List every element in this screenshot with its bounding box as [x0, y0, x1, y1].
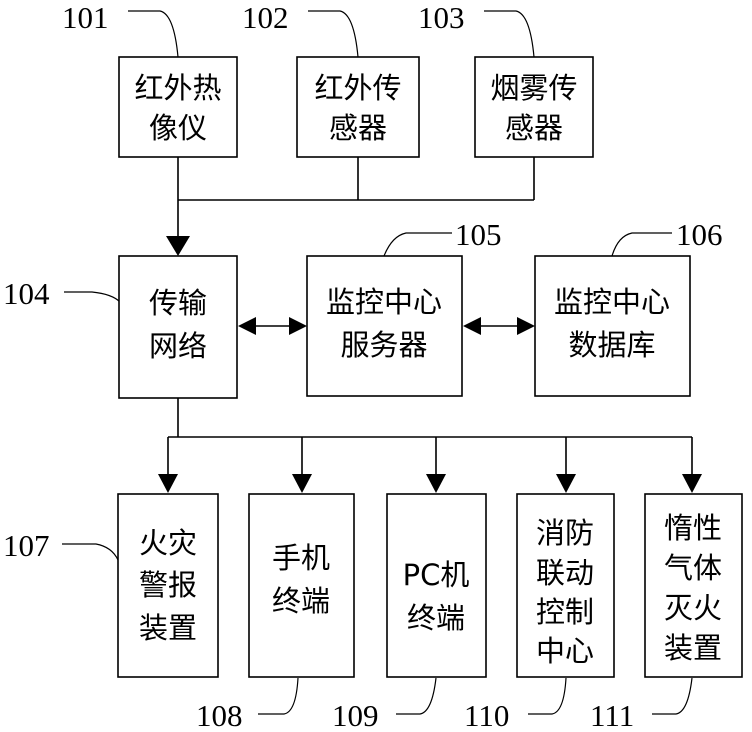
box-label-line: 控制	[536, 595, 594, 629]
box-transmission-network: 传输 网络	[119, 256, 237, 398]
box-label-line: 服务器	[340, 328, 427, 362]
ref-number-107: 107	[3, 528, 50, 563]
arrowhead-network-left	[238, 317, 256, 335]
box-label-line: 灭火	[664, 591, 722, 625]
box-smoke-sensor: 烟雾传 感器	[475, 57, 593, 157]
box-label-line: 监控中心	[554, 285, 670, 319]
box-frame	[307, 256, 462, 396]
box-label-line: 红外热	[134, 71, 221, 105]
leader-104	[64, 292, 120, 302]
arrowhead-into-mobile	[292, 474, 312, 493]
leader-102	[308, 11, 358, 57]
leader-107	[62, 544, 118, 560]
box-monitoring-server: 监控中心 服务器	[307, 256, 462, 396]
box-label-line: 警报	[139, 568, 197, 602]
box-inert-gas-extinguisher: 惰性 气体 灭火 装置	[645, 494, 742, 677]
box-label-line: 红外传	[314, 71, 401, 105]
arrowhead-into-fire-linkage	[556, 474, 576, 493]
box-infrared-sensor: 红外传 感器	[297, 57, 419, 157]
box-label-line: 感器	[329, 111, 387, 145]
ref-number-111: 111	[590, 698, 634, 732]
leader-110	[528, 678, 566, 714]
leader-103	[484, 11, 534, 57]
ref-number-103: 103	[418, 0, 465, 35]
arrowhead-server-right	[463, 317, 481, 335]
ref-number-109: 109	[332, 698, 379, 732]
arrowhead-into-inert-gas	[682, 474, 702, 493]
box-label-line: 中心	[536, 634, 594, 668]
box-monitoring-database: 监控中心 数据库	[535, 256, 690, 396]
box-label-line: 监控中心	[326, 285, 442, 319]
box-label-line: 气体	[664, 551, 722, 585]
box-frame	[119, 256, 237, 398]
box-label-line: 数据库	[568, 328, 655, 362]
connector-output-bus	[168, 398, 692, 474]
box-infrared-thermal-imager: 红外热 像仪	[119, 57, 237, 157]
box-pc-terminal: PC机 终端	[387, 494, 486, 677]
box-fire-linkage-control-center: 消防 联动 控制 中心	[517, 494, 614, 677]
ref-number-101: 101	[62, 0, 109, 35]
arrowhead-server-left	[289, 317, 307, 335]
box-label-line: 烟雾传	[490, 71, 577, 105]
box-frame	[535, 256, 690, 396]
box-label-line: 联动	[536, 556, 594, 590]
box-label-line: 终端	[272, 584, 330, 618]
leader-108	[258, 678, 298, 714]
box-label-line: 感器	[505, 111, 563, 145]
leader-109	[396, 678, 436, 714]
box-label-line: 装置	[664, 631, 722, 665]
box-label-line: 手机	[272, 541, 330, 575]
box-label-line: 火灾	[139, 526, 197, 560]
box-label-line: 网络	[149, 329, 207, 363]
leader-101	[128, 11, 178, 57]
arrowhead-into-alarm	[158, 474, 178, 493]
arrowhead-database-left	[517, 317, 535, 335]
ref-number-105: 105	[455, 217, 502, 252]
box-label-line: 消防	[536, 516, 594, 550]
ref-number-108: 108	[196, 698, 243, 732]
leader-105	[384, 233, 452, 256]
ref-number-106: 106	[676, 217, 723, 252]
box-label-line: 像仪	[149, 111, 207, 145]
leader-106	[612, 233, 672, 256]
box-label-line: 终端	[407, 601, 465, 635]
ref-number-104: 104	[3, 276, 50, 311]
box-label-line: 装置	[139, 611, 197, 645]
leader-111	[652, 678, 692, 714]
ref-number-110: 110	[464, 698, 509, 732]
box-fire-alarm-device: 火灾 警报 装置	[118, 494, 218, 677]
arrowhead-into-pc	[426, 474, 446, 493]
box-mobile-terminal: 手机 终端	[249, 494, 354, 677]
arrowhead-into-network	[166, 236, 190, 256]
box-label-line: PC机	[403, 558, 470, 592]
box-label-line: 惰性	[664, 511, 722, 545]
ref-number-102: 102	[242, 0, 289, 35]
box-label-line: 传输	[149, 286, 207, 320]
